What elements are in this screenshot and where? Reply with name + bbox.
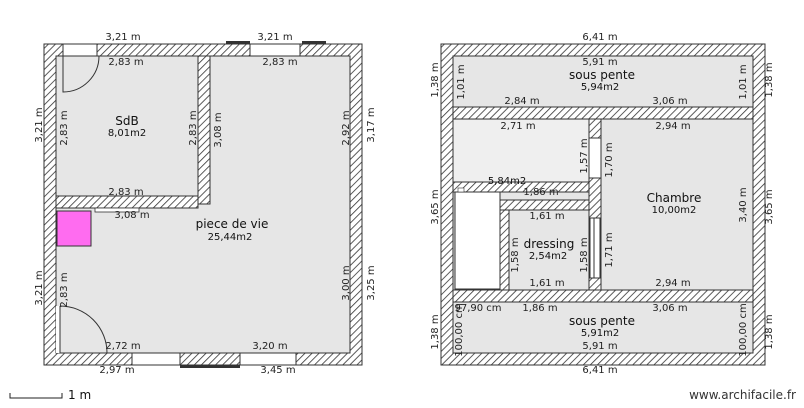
dim-left-bot-inner-r: 100,00 cm xyxy=(454,303,465,356)
dim-room-a-height: 1,57 m xyxy=(579,138,590,173)
stairwell-marker xyxy=(457,187,465,193)
plan-right: sous pente 5,94m2 5,84m2 Chambre 10,00m2… xyxy=(430,32,775,376)
dim-chambre-height: 3,40 m xyxy=(738,187,749,222)
sous-pente-bottom-area: 5,91m2 xyxy=(581,328,619,339)
scale-label: 1 m xyxy=(68,388,91,402)
outer-walls-right xyxy=(440,43,766,366)
dim-right-bottom-outer: 6,41 m xyxy=(582,365,617,376)
dressing-top-wall xyxy=(499,199,601,211)
dim-sdb-right-inner: 2,83 m xyxy=(188,110,199,145)
dim-partition: 3,08 m xyxy=(213,112,224,147)
dressing-area: 2,54m2 xyxy=(529,251,567,262)
window-frame-bottom-a xyxy=(180,365,212,368)
dim-left-top-inner-r: 1,01 m xyxy=(456,64,467,99)
sdb-name: SdB xyxy=(115,114,138,128)
knee-wall-bottom xyxy=(452,289,754,303)
dim-room-a-bottom: 1,86 m xyxy=(523,187,558,198)
piece-de-vie-name: piece de vie xyxy=(196,217,269,231)
dim-right-top-inner-r: 1,01 m xyxy=(738,64,749,99)
dim-left-bot-outer-r: 1,38 m xyxy=(430,314,441,349)
plan-left: SdB 8,01m2 piece de vie 25,44m2 3,21 m 3… xyxy=(34,32,377,376)
sdb-opening-lower xyxy=(94,207,140,213)
window-bottom-b xyxy=(239,352,297,366)
dim-right-top-inner: 5,91 m xyxy=(582,57,617,68)
scale-bar: 1 m xyxy=(9,388,91,402)
dim-left-lower-inner: 2,83 m xyxy=(59,272,70,307)
dim-mid-right: 3,06 m xyxy=(652,96,687,107)
dim-mid-left: 2,84 m xyxy=(504,96,539,107)
dim-left-top-outer-r: 1,38 m xyxy=(430,62,441,97)
window-bottom-a xyxy=(131,352,181,366)
dim-right-bot-inner-r: 100,00 cm xyxy=(738,303,749,356)
room-a-opening xyxy=(588,137,602,179)
dim-left-mid-outer: 3,65 m xyxy=(430,189,441,224)
piece-de-vie-area: 25,44m2 xyxy=(208,232,253,243)
dim-chambre-top: 2,94 m xyxy=(655,121,690,132)
dim-chambre-bottom: 2,94 m xyxy=(655,278,690,289)
dressing-name: dressing xyxy=(524,237,575,251)
sous-pente-bottom-name: sous pente xyxy=(569,314,635,328)
sous-pente-top-area: 5,94m2 xyxy=(581,82,619,93)
window-frame-bottom-b xyxy=(210,365,240,368)
stairwell-block xyxy=(454,191,501,290)
room-a-area: 5,84m2 xyxy=(488,176,526,187)
dim-sdb-top-inner: 2,83 m xyxy=(108,57,143,68)
dim-piece-top-inner: 2,83 m xyxy=(262,57,297,68)
dim-room-a-top: 2,71 m xyxy=(500,121,535,132)
dim-right-top-outer: 6,41 m xyxy=(582,32,617,43)
dim-right-inner-lower: 3,00 m xyxy=(341,265,352,300)
dim-right-outer-lower: 3,25 m xyxy=(366,265,377,300)
dressing-left-wall xyxy=(499,209,510,291)
sdb-door-swing xyxy=(62,55,100,93)
window-frame-top-a xyxy=(226,41,250,44)
chambre-area: 10,00m2 xyxy=(652,205,697,216)
dressing-sliding-door xyxy=(589,217,601,279)
partition-vertical xyxy=(197,55,211,205)
dim-bottom-outer-right: 3,45 m xyxy=(260,365,295,376)
dim-right-bot-outer-r: 1,38 m xyxy=(764,314,775,349)
sdb-area: 8,01m2 xyxy=(108,128,146,139)
dim-bottom-outer-left: 2,97 m xyxy=(99,365,134,376)
chambre-name: Chambre xyxy=(647,191,702,205)
dim-left-upper: 3,21 m xyxy=(34,107,45,142)
dim-right-inner-upper: 2,92 m xyxy=(341,110,352,145)
dim-lower-mid: 1,86 m xyxy=(522,303,557,314)
dim-col-height-lower: 1,71 m xyxy=(604,232,615,267)
dim-left-top-total: 3,21 m xyxy=(105,32,140,43)
dim-dressing-bottom: 1,61 m xyxy=(529,278,564,289)
window-top xyxy=(249,43,301,57)
dim-right-outer-upper: 3,17 m xyxy=(366,107,377,142)
dim-partition-bottom: 3,08 m xyxy=(114,210,149,221)
knee-wall-top xyxy=(452,106,754,120)
window-frame-top-b xyxy=(302,41,326,44)
dim-sdb-left-inner: 2,83 m xyxy=(59,110,70,145)
dim-bottom-inner-left: 2,72 m xyxy=(105,341,140,352)
dim-dressing-left: 1,58 m xyxy=(510,237,521,272)
dim-sdb-bottom: 2,83 m xyxy=(108,187,143,198)
dim-right-mid-outer: 3,65 m xyxy=(764,189,775,224)
dim-lower-left: 97,90 cm xyxy=(454,303,501,314)
dim-lower-right: 3,06 m xyxy=(652,303,687,314)
dim-right-top-outer-r: 1,38 m xyxy=(764,62,775,97)
entry-door-swing xyxy=(59,305,108,354)
scale-bar-line xyxy=(9,393,63,399)
dim-left-lower: 3,21 m xyxy=(34,270,45,305)
dim-dressing-top: 1,61 m xyxy=(529,211,564,222)
dim-dressing-right: 1,58 m xyxy=(579,237,590,272)
room-a-floor xyxy=(453,120,589,182)
dim-right-bottom-inner: 5,91 m xyxy=(582,341,617,352)
dim-left-top-window: 3,21 m xyxy=(257,32,292,43)
sous-pente-top-name: sous pente xyxy=(569,68,635,82)
sdb-floor xyxy=(56,56,198,196)
dim-col-height: 1,70 m xyxy=(604,142,615,177)
dim-bottom-inner-right: 3,20 m xyxy=(252,341,287,352)
credit-text: www.archifacile.fr xyxy=(689,388,796,402)
pink-furniture-block xyxy=(56,210,92,247)
sdb-door-opening xyxy=(62,43,98,57)
entry-door-gap xyxy=(56,306,60,353)
